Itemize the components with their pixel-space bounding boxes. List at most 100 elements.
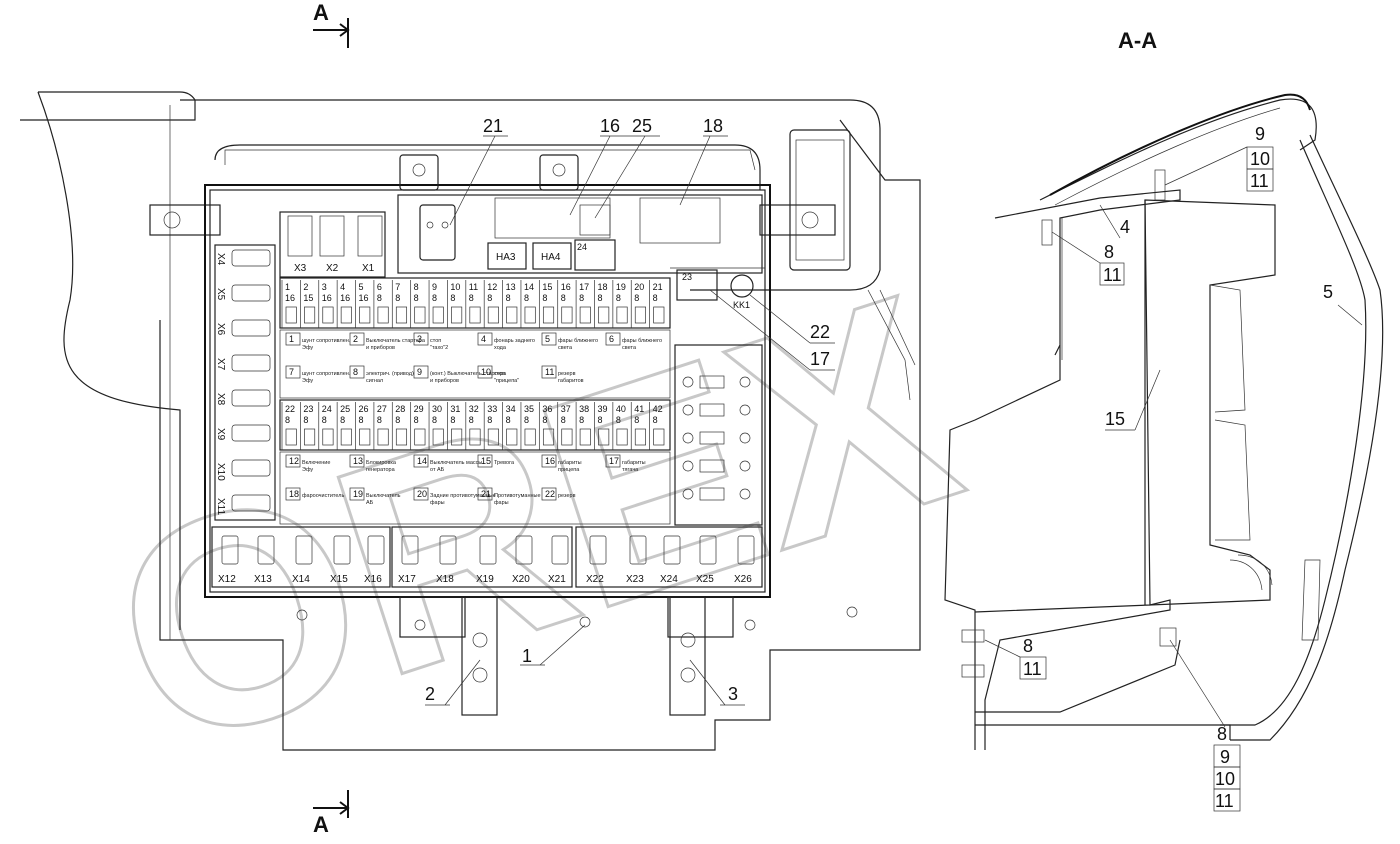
panel-outline-top: [180, 99, 881, 291]
section-view-title: A-A: [1118, 28, 1157, 53]
fuse-number: 42: [653, 404, 663, 414]
fuse-number: 6: [377, 282, 382, 292]
bottom-connector-body: [439, 535, 457, 565]
fuse-number: 18: [597, 282, 607, 292]
relay-block-label: фары: [430, 500, 445, 506]
cover-top: [214, 144, 761, 190]
fuse-slot: [653, 428, 665, 446]
fuse-rating: 16: [340, 293, 350, 303]
fuse-slot: [524, 306, 536, 324]
callout-21: 21: [483, 116, 503, 136]
relay-block-20: [413, 487, 429, 501]
relay-block-label: резерв: [558, 493, 576, 499]
clip-bolt: [412, 163, 426, 177]
relay-block-label: фароочиститель: [302, 493, 344, 499]
bottom-connector-body: [295, 535, 313, 565]
relay-block-label: "прицепа": [494, 378, 519, 384]
callout-2: 2: [425, 684, 435, 704]
connector-16: [494, 197, 611, 239]
fuse-rating: 8: [469, 415, 474, 425]
fuse-slot: [285, 428, 297, 446]
fuse-number: 14: [524, 282, 534, 292]
terminal-post: [739, 404, 751, 416]
fuse-number: 29: [414, 404, 424, 414]
fuse-rating: 8: [395, 415, 400, 425]
left-connector-x4: X4: [215, 253, 226, 266]
bolt: [846, 606, 858, 618]
relay-block-label: от АБ: [430, 467, 445, 473]
left-connector-x6: X6: [215, 323, 226, 336]
relay-pin: [441, 221, 449, 229]
relay-block-label: Противотуманные: [494, 493, 541, 499]
bottom-connector-body: [257, 535, 275, 565]
cover-top2: [224, 149, 756, 171]
fuse-rating: 8: [561, 293, 566, 303]
box: [1213, 788, 1241, 812]
fuse-row-1-labels: 1162153164165166878889810811812813814815…: [281, 280, 665, 328]
fuse-row-2-labels: 2282382482582682782882983083183283383483…: [281, 402, 665, 450]
panel-slant: [867, 289, 911, 401]
left-rail: [149, 204, 221, 236]
fuse-number: 21: [653, 282, 663, 292]
fuse-slot: [579, 428, 591, 446]
watermark: OREX: [77, 230, 991, 813]
fuse-number: 35: [524, 404, 534, 414]
relay-block-label: Эфу: [302, 345, 313, 351]
relay-ha4: [532, 242, 572, 270]
fuse-slot: [598, 306, 610, 324]
fuse-number: 31: [450, 404, 460, 414]
clip-bolt: [552, 163, 566, 177]
callout-10: 10: [1250, 149, 1270, 169]
callout-5: 5: [1323, 282, 1333, 302]
relay-block-5: [541, 332, 557, 346]
fuse-slot: [469, 306, 481, 324]
connector-x2-body: [319, 215, 345, 257]
fuse-number: 22: [285, 404, 295, 414]
relay-block-label: АБ: [366, 500, 374, 506]
relay-block-19: [349, 487, 365, 501]
fuse-number: 4: [340, 282, 345, 292]
relay-21: [419, 204, 456, 261]
callout-17: 17: [810, 349, 830, 369]
fuse-slot: [579, 306, 591, 324]
fuse-slot: [487, 306, 499, 324]
relay-block-number: 22: [545, 489, 555, 499]
relay-block-18: [285, 487, 301, 501]
callout-11a: 11: [1103, 265, 1122, 285]
bolt: [296, 609, 308, 621]
fuse-number: 1: [285, 282, 290, 292]
top-clip: [539, 154, 579, 191]
relay-block-label: света: [622, 345, 637, 351]
fuse-slot: [451, 306, 463, 324]
nut-8b: [961, 629, 985, 643]
bottom-connector-x24: X24: [660, 574, 678, 585]
relay-block-number: 19: [353, 489, 363, 499]
relay-block-label: стоп: [494, 371, 505, 377]
fuse-rating: 8: [322, 415, 327, 425]
wire-bundle2: [1237, 554, 1273, 586]
relay-block-16: [541, 454, 557, 468]
bolt: [414, 619, 426, 631]
callout-22: 22: [810, 322, 830, 342]
callout-9: 9: [1255, 124, 1265, 144]
fuse-number: 25: [340, 404, 350, 414]
left-connector-body: [231, 249, 271, 267]
bottom-connector-body: [551, 535, 569, 565]
nut-8c: [1159, 627, 1177, 647]
relay-ha3: [487, 242, 527, 270]
fuse-number: 13: [506, 282, 516, 292]
left-connector-x5: X5: [215, 288, 226, 301]
fuse-row-2: [279, 399, 671, 451]
fuse-slot: [322, 428, 334, 446]
relay-block-number: 13: [353, 456, 363, 466]
bottom-connector-body: [699, 535, 717, 565]
relay-block-number: 14: [417, 456, 427, 466]
callout-4: 4: [1120, 217, 1130, 237]
fuse-slot: [506, 306, 518, 324]
top-connector-block: [279, 211, 386, 278]
fuse-number: 17: [579, 282, 589, 292]
